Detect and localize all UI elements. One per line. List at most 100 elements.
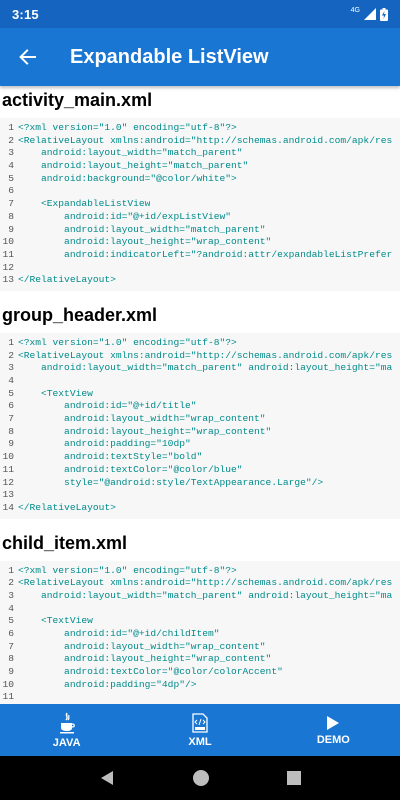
code-line: 6 — [0, 185, 400, 198]
code-text: <RelativeLayout xmlns:android="http://sc… — [18, 349, 393, 361]
line-number: 11 — [2, 463, 14, 475]
code-line: 10 android:padding="4dp"/> — [0, 679, 400, 692]
line-number: 8 — [8, 210, 14, 222]
network-type-label: 4G — [350, 6, 360, 14]
status-time: 3:15 — [12, 6, 39, 22]
line-number: 1 — [8, 336, 14, 348]
java-icon — [59, 712, 75, 733]
code-text: android:layout_height="match_parent" — [18, 160, 249, 172]
recents-square-icon[interactable] — [287, 771, 302, 785]
code-block: 1 <?xml version="1.0" encoding="utf-8"?> 2… — [0, 560, 400, 704]
line-number: 4 — [8, 375, 14, 386]
section-spacer — [0, 291, 400, 301]
line-number: 4 — [8, 160, 14, 172]
line-number: 5 — [8, 615, 14, 627]
back-triangle-icon[interactable] — [99, 770, 115, 786]
code-text: android:layout_width="wrap_content" — [18, 640, 266, 652]
code-line: 12 style="@android:style/TextAppearance.… — [0, 477, 400, 490]
line-number: 14 — [2, 501, 14, 513]
code-text: android:layout_height="wrap_content" — [18, 236, 272, 248]
system-navigation-bar — [0, 756, 400, 800]
line-number: 7 — [8, 413, 14, 425]
line-number: 13 — [2, 489, 14, 501]
code-text: android:layout_width="match_parent" — [18, 147, 243, 159]
code-text: android:layout_width="match_parent" andr… — [18, 589, 393, 601]
section-spacer — [0, 519, 400, 529]
line-number: 3 — [8, 362, 14, 374]
line-number: 11 — [2, 248, 14, 260]
status-icons: 4G — [350, 6, 388, 21]
code-text: android:layout_height="wrap_content" — [18, 653, 272, 665]
code-line: 12 — [0, 262, 400, 275]
app-bar: Expandable ListView — [0, 28, 400, 86]
line-number: 10 — [2, 236, 14, 248]
line-number: 1 — [8, 122, 14, 133]
code-line: 6 android:id="@+id/title" — [0, 400, 400, 413]
code-text: <TextView — [18, 387, 93, 399]
code-text: <TextView — [18, 615, 93, 627]
section-title: child_item.xml — [2, 532, 128, 553]
code-line: 2 <RelativeLayout xmlns:android="http://s… — [0, 135, 400, 148]
line-number: 5 — [8, 387, 14, 399]
status-bar: 3:15 4G — [0, 0, 400, 28]
code-line: 8 android:layout_height="wrap_content" — [0, 426, 400, 439]
code-line: 3 android:layout_width="match_parent" an… — [0, 362, 400, 375]
line-number: 6 — [8, 400, 14, 412]
line-number: 13 — [2, 274, 14, 286]
code-line: 5 <TextView — [0, 615, 400, 628]
code-text: android:padding="4dp"/> — [18, 678, 197, 690]
code-line: 8 android:layout_height="wrap_content" — [0, 653, 400, 666]
nav-demo[interactable]: DEMO — [267, 704, 400, 756]
page-title: Expandable ListView — [70, 45, 269, 68]
nav-xml[interactable]: XML — [133, 704, 266, 756]
code-line: 3 android:layout_width="match_parent" an… — [0, 590, 400, 603]
code-line: 1 <?xml version="1.0" encoding="utf-8"?> — [0, 337, 400, 350]
code-text: <?xml version="1.0" encoding="utf-8"?> — [18, 564, 237, 576]
arrow-back-icon — [19, 49, 36, 65]
code-text: <RelativeLayout xmlns:android="http://sc… — [18, 577, 393, 589]
code-line: 13 </RelativeLayout> — [0, 274, 400, 287]
nav-java-label: JAVA — [52, 736, 81, 749]
line-number: 12 — [2, 476, 14, 488]
line-number: 8 — [8, 425, 14, 437]
code-text: android:indicatorLeft="?android:attr/exp… — [18, 248, 393, 260]
line-number: 11 — [2, 691, 14, 703]
nav-xml-label: XML — [188, 735, 212, 748]
code-line: 2 <RelativeLayout xmlns:android="http://s… — [0, 350, 400, 363]
line-number: 1 — [8, 564, 14, 576]
bottom-navigation: JAVA XML DEMO — [0, 704, 400, 756]
code-text: android:id="@+id/childItem" — [18, 628, 220, 639]
back-button[interactable] — [0, 28, 56, 86]
code-line: 13 — [0, 489, 400, 502]
line-number: 10 — [2, 678, 14, 690]
code-text: style="@android:style/TextAppearance.Lar… — [18, 476, 324, 488]
code-line: 3 android:layout_width="match_parent" — [0, 147, 400, 160]
code-text: <?xml version="1.0" encoding="utf-8"?> — [18, 336, 237, 348]
code-line: 10 android:layout_height="wrap_content" — [0, 236, 400, 249]
line-number: 12 — [2, 261, 14, 273]
line-number: 10 — [2, 451, 14, 463]
line-number: 8 — [8, 653, 14, 665]
code-text: <RelativeLayout xmlns:android="http://sc… — [18, 134, 393, 146]
nav-demo-label: DEMO — [316, 733, 350, 746]
code-text: android:padding="10dp" — [18, 438, 191, 450]
code-text: </RelativeLayout> — [18, 501, 116, 513]
line-number: 2 — [8, 349, 14, 361]
line-number: 2 — [8, 577, 14, 589]
line-number: 3 — [8, 147, 14, 159]
signal-icon — [364, 8, 376, 20]
code-text: android:textColor="@color/colorAccent" — [18, 666, 283, 678]
line-number: 9 — [8, 223, 14, 235]
code-line: 8 android:id="@+id/expListView" — [0, 211, 400, 224]
code-block: 1<?xml version="1.0" encoding="utf-8"?>2… — [0, 118, 400, 291]
line-number: 6 — [8, 628, 14, 639]
line-number: 2 — [8, 134, 14, 146]
line-number: 5 — [8, 172, 14, 184]
code-line: 5 <TextView — [0, 388, 400, 401]
home-circle-icon[interactable] — [192, 769, 210, 787]
code-text: </RelativeLayout> — [18, 274, 116, 286]
code-line: 10 android:textStyle="bold" — [0, 451, 400, 464]
nav-java[interactable]: JAVA — [0, 704, 133, 756]
